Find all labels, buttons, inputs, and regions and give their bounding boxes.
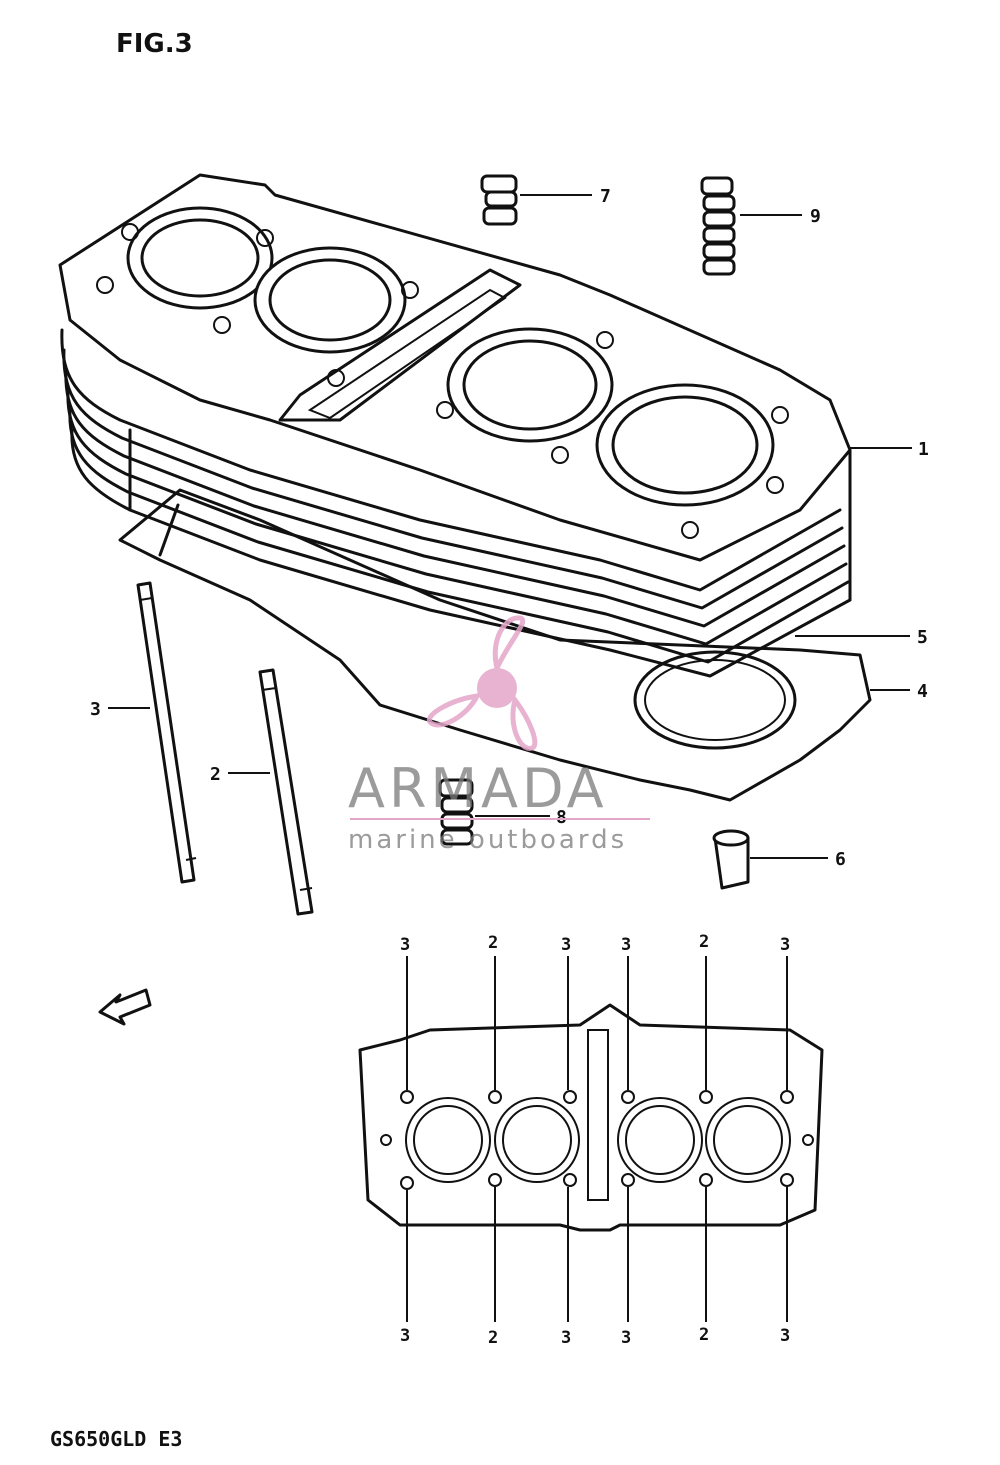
callout-4: 4 [917,681,928,702]
bolt-label-bottom-2: 2 [488,1328,498,1348]
base-gasket [118,488,872,802]
bolt-label-bottom-6: 3 [780,1326,790,1346]
cylinder-bores [126,206,775,507]
propeller-logo-icon [426,615,538,751]
bolt-label-top-2: 2 [488,933,498,953]
o-ring [633,650,797,750]
bolt-label-bottom-4: 3 [621,1328,631,1348]
bolt-label-top-3: 3 [561,935,571,955]
callout-6: 6 [835,849,846,870]
cooling-fins [60,328,852,678]
fwd-arrow-icon: FWD [98,988,152,1026]
leader-lines [108,194,912,859]
callout-1: 1 [918,439,929,460]
callout-7: 7 [600,186,611,207]
bolt-label-top-1: 3 [400,935,410,955]
bolt-pattern-bottom-labels: 3 2 3 3 2 3 [400,1325,790,1348]
model-code: GS650GLD E3 [50,1427,182,1451]
bolt-label-top-6: 3 [780,935,790,955]
watermark-brand: ARMADA [348,757,608,820]
bolt-pattern-top-labels: 3 2 3 3 2 3 [400,932,790,955]
bolt-pattern-view: 3 2 3 3 2 3 3 2 3 3 2 3 [358,932,824,1348]
dowel-pin [712,829,750,890]
callout-8: 8 [556,807,567,828]
stud-bolt-short [258,668,314,916]
bolt-label-top-4: 3 [621,935,631,955]
bolt-label-bottom-3: 3 [561,1328,571,1348]
bolt-label-bottom-1: 3 [400,1326,410,1346]
cylinder-block [58,173,852,678]
callout-5: 5 [917,627,928,648]
watermark-tagline: marine outboards [348,825,627,855]
deck-stud-holes [96,223,789,539]
damper-part-7 [480,174,518,226]
figure-title: FIG.3 [116,29,193,59]
callout-3: 3 [90,699,101,720]
stud-bolt-long [136,581,197,884]
callout-9: 9 [810,206,821,227]
watermark: ARMADA marine outboards [348,615,650,855]
damper-part-9 [700,176,736,276]
callout-labels: 7 9 1 5 4 3 2 8 6 [90,186,929,870]
cam-chain-tunnel [278,268,522,422]
callout-2: 2 [210,764,221,785]
damper-part-8 [438,778,474,846]
watermark-rule [350,818,650,820]
bolt-label-bottom-5: 2 [699,1325,709,1345]
bolt-label-top-5: 2 [699,932,709,952]
